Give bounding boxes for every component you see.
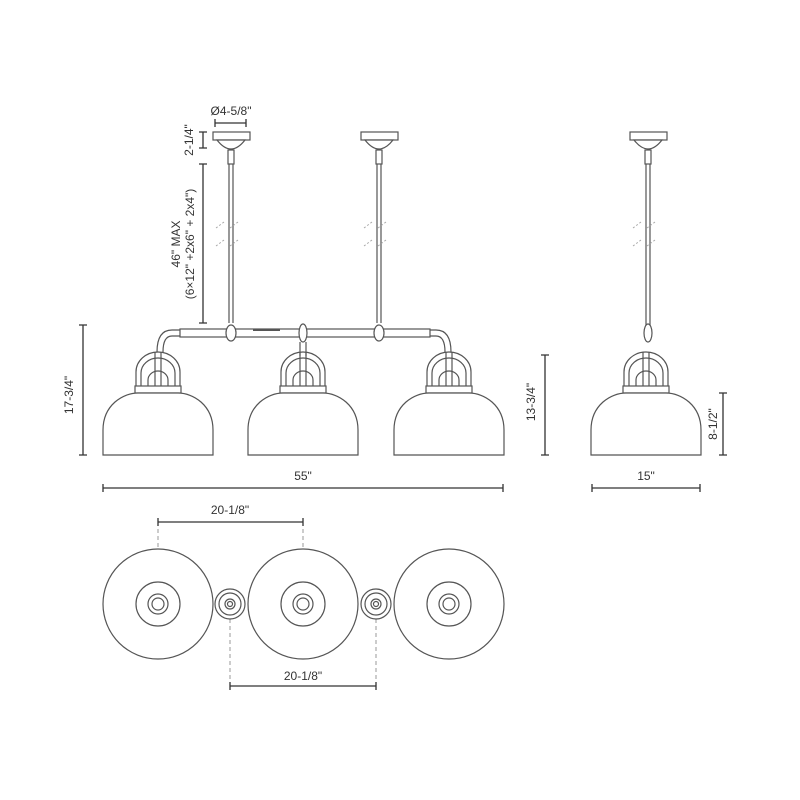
pendant-side [590,351,702,456]
svg-text:8-1/2": 8-1/2" [706,408,720,440]
plan-shade-left [102,548,214,660]
dim-spacing-top: 20-1/8" [157,503,304,526]
dim-spacing-bottom: 20-1/8" [229,669,377,690]
pendant-left [102,351,214,456]
plan-shade-right [393,548,505,660]
svg-text:17-3/4": 17-3/4" [62,376,76,414]
plan-canopy-left [214,588,246,620]
pendant-right [393,351,505,456]
svg-text:15": 15" [637,469,655,483]
plan-canopy-right [360,588,392,620]
dim-canopy-diameter: Ø4-5/8" [211,104,252,127]
svg-text:20-1/8": 20-1/8" [284,669,322,683]
plan-shade-middle [247,548,359,660]
dim-canopy-height: 2-1/4" [182,124,207,156]
cross-bar [156,323,452,356]
dim-rod-length: 46" MAX (6×12" +2x6" + 2x4") [169,163,207,324]
svg-text:20-1/8": 20-1/8" [211,503,249,517]
side-view: 13-3/4" 8-1/2" 15" [524,131,727,492]
canopy-left [212,131,251,323]
svg-text:55": 55" [294,469,312,483]
dim-shade-width: 15" [591,469,701,492]
svg-text:2-1/4": 2-1/4" [182,124,196,156]
front-view: Ø4-5/8" 2-1/4" 46" MAX (6×12" +2x6" + 2x… [62,104,505,492]
svg-text:(6×12" +2x6" + 2x4"): (6×12" +2x6" + 2x4") [183,189,197,300]
dim-shade-height: 8-1/2" [706,392,727,456]
dim-overall-height: 17-3/4" [62,324,87,456]
pendant-middle [247,351,359,456]
svg-text:46" MAX: 46" MAX [169,221,183,268]
svg-text:Ø4-5/8": Ø4-5/8" [211,104,252,118]
dim-overall-width: 55" [102,469,504,492]
dim-side-height: 13-3/4" [524,354,549,456]
svg-text:13-3/4": 13-3/4" [524,383,538,421]
canopy-middle [360,131,399,323]
plan-view: 20-1/8" 20-1/8" [102,503,505,690]
